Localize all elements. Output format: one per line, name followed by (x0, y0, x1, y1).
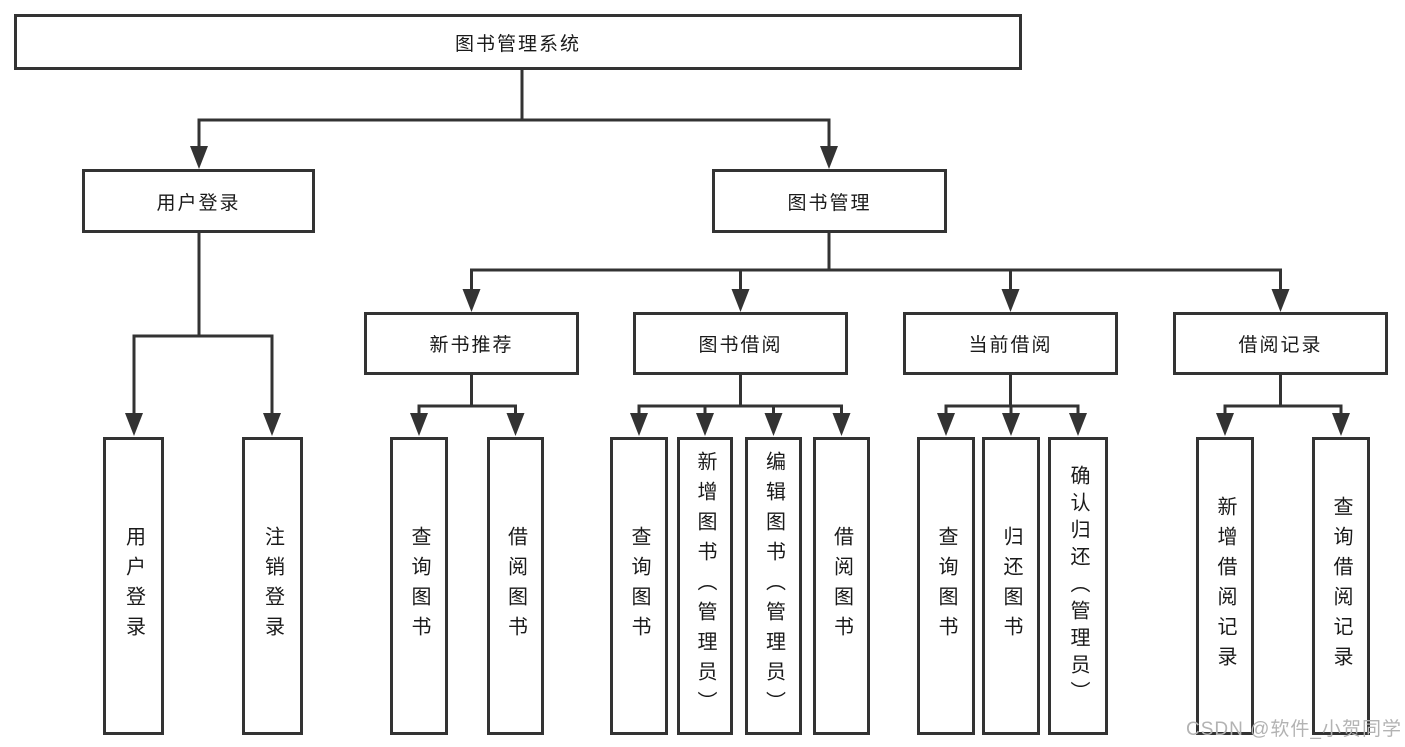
leaf-currentborrow-confirm: 确认归还（管理员） (1048, 437, 1108, 735)
arrow-down-icon (1001, 289, 1020, 312)
node-label: 图书管理 (787, 192, 872, 214)
leaf-currentborrow-return: 归还图书 (982, 437, 1040, 735)
leaf-label: 新增图书（管理员） (694, 451, 716, 721)
leaf-label: 归还图书 (1000, 526, 1022, 646)
leaf-label: 新增借阅记录 (1214, 496, 1236, 676)
leaf-label: 编辑图书（管理员） (762, 451, 785, 721)
node-borrow-record: 借阅记录 (1173, 312, 1388, 375)
arrow-down-icon (190, 146, 208, 169)
arrow-down-icon (1332, 413, 1350, 436)
node-label: 当前借阅 (968, 335, 1053, 356)
leaf-label: 借阅图书 (830, 526, 853, 646)
csdn-watermark: CSDN @软件_小贺同学 (1186, 719, 1402, 740)
leaf-label: 注销登录 (261, 526, 284, 646)
leaf-bookborrow-edit: 编辑图书（管理员） (745, 437, 802, 735)
leaf-label: 查询图书 (408, 526, 430, 646)
node-book-borrow: 图书借阅 (633, 312, 848, 375)
node-book-management: 图书管理 (712, 169, 947, 233)
leaf-logout: 注销登录 (242, 437, 303, 735)
node-user-login: 用户登录 (82, 169, 315, 233)
arrow-down-icon (1271, 289, 1290, 312)
arrow-down-icon (820, 146, 838, 169)
arrow-down-icon (263, 413, 281, 436)
node-label: 借阅记录 (1238, 335, 1323, 356)
leaf-newbook-borrow: 借阅图书 (487, 437, 544, 735)
leaf-user-login: 用户登录 (103, 437, 164, 735)
arrow-down-icon (832, 413, 851, 436)
arrow-down-icon (731, 289, 750, 312)
node-label: 图书管理系统 (454, 33, 581, 55)
arrow-down-icon (1069, 413, 1087, 436)
node-new-book-recommend: 新书推荐 (364, 312, 579, 375)
node-label: 新书推荐 (429, 335, 514, 356)
leaf-label: 查询图书 (935, 526, 957, 646)
arrow-down-icon (1216, 413, 1234, 436)
arrow-down-icon (937, 413, 955, 436)
leaf-label: 查询借阅记录 (1330, 496, 1352, 676)
node-label: 图书借阅 (698, 335, 783, 356)
leaf-borrowrecord-query: 查询借阅记录 (1312, 437, 1370, 735)
leaf-label: 确认归还（管理员） (1067, 464, 1089, 708)
leaf-bookborrow-query: 查询图书 (610, 437, 668, 735)
arrow-down-icon (125, 413, 143, 436)
leaf-bookborrow-borrow: 借阅图书 (813, 437, 870, 735)
arrow-down-icon (462, 289, 481, 312)
leaf-label: 查询图书 (628, 526, 650, 646)
leaf-newbook-query: 查询图书 (390, 437, 448, 735)
leaf-bookborrow-add: 新增图书（管理员） (677, 437, 733, 735)
arrow-down-icon (410, 413, 428, 436)
node-label: 用户登录 (156, 192, 241, 214)
leaf-label: 借阅图书 (504, 526, 527, 646)
node-current-borrow: 当前借阅 (903, 312, 1118, 375)
leaf-currentborrow-query: 查询图书 (917, 437, 975, 735)
arrow-down-icon (1002, 413, 1020, 436)
arrow-down-icon (764, 413, 783, 436)
arrow-down-icon (506, 413, 525, 436)
leaf-borrowrecord-add: 新增借阅记录 (1196, 437, 1254, 735)
leaf-label: 用户登录 (122, 526, 145, 646)
arrow-down-icon (630, 413, 648, 436)
arrow-down-icon (696, 413, 714, 436)
node-root: 图书管理系统 (14, 14, 1022, 70)
